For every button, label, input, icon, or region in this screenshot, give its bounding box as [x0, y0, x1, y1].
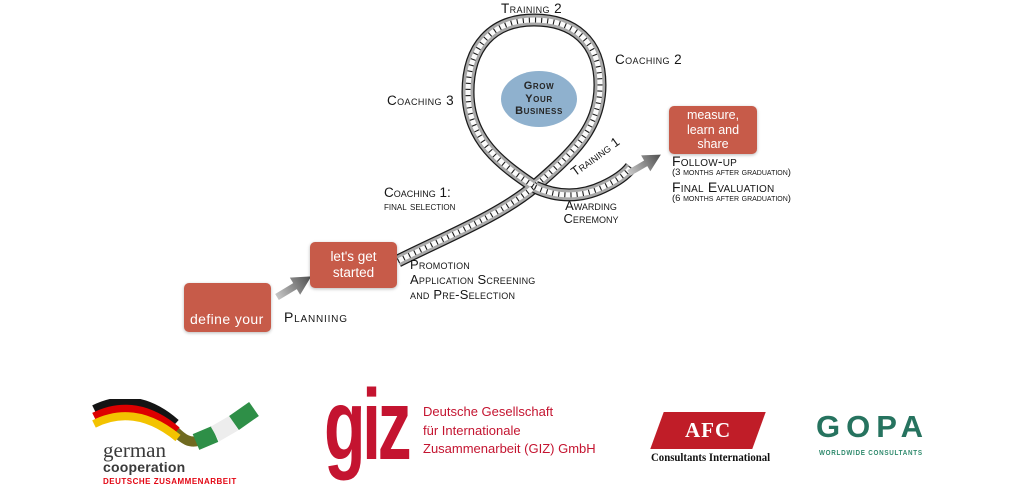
afc-logo-parallelogram: AFC	[650, 412, 766, 449]
measure-line: measure,	[686, 108, 740, 123]
german-cooperation-name: german	[103, 438, 166, 462]
started-line: started	[332, 265, 375, 280]
coaching-1-subtitle: final selection	[384, 198, 456, 213]
gopa-subtitle: WORLDWIDE CONSULTANTS	[819, 450, 923, 457]
afc-wordmark: AFC	[684, 418, 732, 442]
coaching-1-title: Coaching 1:	[384, 185, 451, 200]
label-coaching-1: Coaching 1: final selection	[384, 186, 455, 213]
define-your-label: define your	[190, 311, 264, 327]
german-cooperation-line2: cooperation	[103, 459, 186, 475]
measure-learn-share-box: measure, learn and share	[669, 106, 757, 154]
started-line: let's get	[330, 249, 377, 264]
bubble-line: Business	[515, 105, 563, 118]
label-promotion-block: Promotion Application Screening and Pre-…	[410, 257, 536, 302]
german-cooperation-line3: DEUTSCHE ZUSAMMENARBEIT	[103, 477, 237, 486]
followup-note: (3 months after graduation)	[672, 167, 791, 178]
label-coaching-3: Coaching 3	[387, 93, 455, 108]
german-cooperation-ribbon-icon	[92, 399, 259, 450]
measure-line: learn and	[686, 122, 740, 137]
bubble-line: Grow	[523, 80, 555, 93]
label-followup-block: Follow-up (3 months after graduation) Fi…	[672, 154, 791, 206]
afc-subtitle: Consultants International	[651, 450, 771, 464]
final-evaluation-note: (6 months after graduation)	[672, 193, 791, 204]
gopa-wordmark: GOPA	[816, 409, 929, 444]
giz-line: für Internationale	[423, 422, 521, 438]
label-training-2: Training 2	[501, 1, 563, 16]
grow-your-business-bubble: Grow Your Business	[501, 71, 577, 127]
label-planning: Planniing	[284, 309, 348, 325]
final-evaluation-title: Final Evaluation	[672, 179, 775, 195]
followup-title: Follow-up	[672, 153, 738, 169]
measure-line: share	[697, 137, 729, 152]
arrow-icon	[275, 276, 312, 301]
bubble-line: Your	[525, 92, 553, 105]
label-awarding-ceremony: Awarding Ceremony	[551, 198, 631, 226]
lets-get-started-box: let's get started	[310, 242, 397, 288]
promotion-line: Promotion	[410, 257, 470, 272]
giz-company-name: Deutsche Gesellschaft für Internationale…	[423, 403, 596, 459]
giz-line: Zusammenarbeit (GIZ) GmbH	[423, 441, 596, 457]
exit-track-path	[532, 162, 637, 202]
giz-line: Deutsche Gesellschaft	[423, 404, 554, 419]
loop-track-path	[395, 13, 607, 267]
promotion-line: Application Screening	[410, 271, 536, 287]
giz-wordmark: giz	[324, 369, 412, 481]
define-your-box: define your	[184, 283, 271, 332]
arrow-icon	[627, 154, 661, 176]
label-coaching-2: Coaching 2	[615, 52, 683, 67]
awarding-line: Ceremony	[563, 210, 619, 226]
promotion-line: and Pre-Selection	[410, 286, 516, 302]
awarding-line: Awarding	[565, 198, 617, 213]
